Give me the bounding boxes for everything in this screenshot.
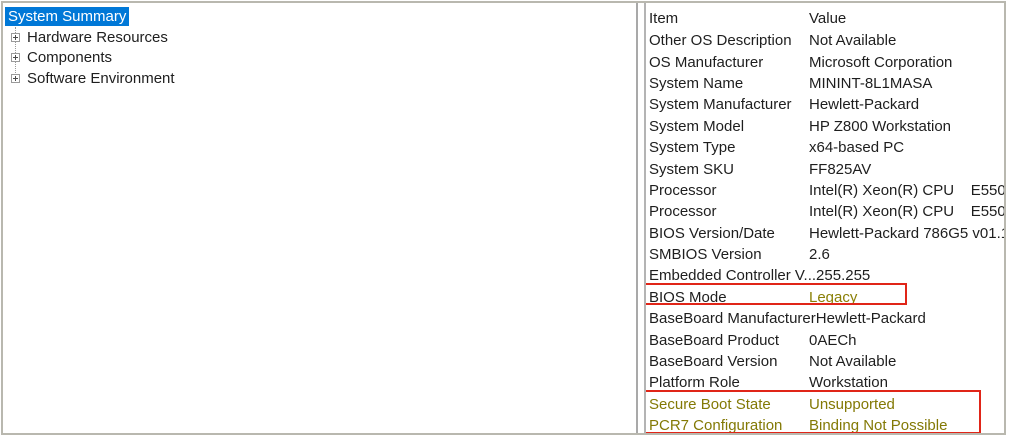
- table-row[interactable]: BaseBoard Manufacturer Hewlett-Packard: [649, 308, 1004, 329]
- table-row[interactable]: BIOS Mode Legacy: [649, 287, 1004, 308]
- row-item-value: Hewlett-Packard: [809, 96, 920, 114]
- row-item-label: Processor: [649, 203, 717, 221]
- table-row[interactable]: PCR7 Configuration Binding Not Possible: [649, 415, 1004, 433]
- row-item-label: BaseBoard Manufacturer: [649, 310, 816, 328]
- row-item-label: BaseBoard Version: [649, 353, 778, 371]
- row-item-value: Not Available: [809, 32, 897, 50]
- row-item-value: Legacy: [809, 288, 858, 306]
- table-row[interactable]: OS Manufacturer Microsoft Corporation: [649, 51, 1004, 72]
- row-item-label: OS Manufacturer: [649, 53, 764, 71]
- row-item-label: PCR7 Configuration: [649, 417, 783, 433]
- tree-item[interactable]: Hardware Resources: [5, 27, 636, 48]
- row-item-value: Hewlett-Packard: [815, 310, 926, 328]
- expand-plus-icon[interactable]: [11, 32, 20, 42]
- column-header-value[interactable]: Value: [809, 10, 847, 27]
- table-row[interactable]: Processor Intel(R) Xeon(R) CPU E5506: [649, 180, 1004, 201]
- row-item-value: Intel(R) Xeon(R) CPU E5506: [809, 203, 1004, 221]
- row-item-label: BaseBoard Product: [649, 331, 780, 349]
- table-row[interactable]: Embedded Controller V... 255.255: [649, 265, 1004, 286]
- row-item-value: MININT-8L1MASA: [809, 74, 933, 92]
- tree-item-label: System Summary: [5, 6, 130, 26]
- expand-plus-icon[interactable]: [11, 73, 20, 83]
- tree-item-label: Software Environment: [27, 69, 175, 87]
- tree-item[interactable]: Components: [5, 47, 636, 68]
- tree-item-label: Components: [27, 49, 113, 67]
- row-item-label: System Model: [649, 117, 745, 135]
- row-item-label: BIOS Mode: [649, 288, 727, 306]
- row-item-label: Secure Boot State: [649, 395, 771, 413]
- table-row[interactable]: System Name MININT-8L1MASA: [649, 73, 1004, 94]
- row-item-value: 255.255: [816, 267, 871, 285]
- table-row[interactable]: Processor Intel(R) Xeon(R) CPU E5506: [649, 201, 1004, 222]
- row-item-value: Unsupported: [809, 395, 895, 413]
- row-item-value: Workstation: [809, 374, 888, 392]
- row-item-label: Processor: [649, 181, 717, 199]
- row-item-value: 2.6: [809, 246, 830, 264]
- row-item-value: FF825AV: [809, 160, 872, 178]
- row-item-value: Intel(R) Xeon(R) CPU E5506: [809, 181, 1004, 199]
- row-item-label: SMBIOS Version: [649, 246, 762, 264]
- row-item-value: HP Z800 Workstation: [809, 117, 952, 135]
- row-item-value: Microsoft Corporation: [809, 53, 953, 71]
- row-item-value: Not Available: [809, 353, 897, 371]
- table-row[interactable]: Secure Boot State Unsupported: [649, 394, 1004, 415]
- tree-item-label: Hardware Resources: [27, 28, 168, 46]
- list-header-row: Item Value: [649, 7, 1004, 30]
- table-row[interactable]: BaseBoard Product 0AECh: [649, 329, 1004, 350]
- tree-item[interactable]: System Summary: [5, 6, 636, 27]
- row-item-label: System Type: [649, 139, 736, 157]
- detail-list-pane: Item Value Other OS Description Not Avai…: [644, 3, 1004, 433]
- row-item-label: Embedded Controller V...: [649, 267, 817, 285]
- table-row[interactable]: SMBIOS Version 2.6: [649, 244, 1004, 265]
- table-row[interactable]: Platform Role Workstation: [649, 372, 1004, 393]
- table-row[interactable]: BaseBoard Version Not Available: [649, 351, 1004, 372]
- table-row[interactable]: Other OS Description Not Available: [649, 30, 1004, 51]
- row-item-label: Platform Role: [649, 374, 740, 392]
- table-row[interactable]: System Model HP Z800 Workstation: [649, 116, 1004, 137]
- tree-item[interactable]: Software Environment: [5, 68, 636, 89]
- table-row[interactable]: BIOS Version/Date Hewlett-Packard 786G5 …: [649, 223, 1004, 244]
- row-item-label: System SKU: [649, 160, 735, 178]
- table-row[interactable]: System Type x64-based PC: [649, 137, 1004, 158]
- category-tree-pane: System Summary Hardware Resources Compon…: [3, 3, 638, 433]
- table-row[interactable]: System Manufacturer Hewlett-Packard: [649, 94, 1004, 115]
- row-item-label: BIOS Version/Date: [649, 224, 775, 242]
- row-item-value: x64-based PC: [809, 139, 905, 157]
- expand-plus-icon[interactable]: [11, 53, 20, 63]
- table-row[interactable]: System SKU FF825AV: [649, 158, 1004, 179]
- row-item-value: 0AECh: [809, 331, 857, 349]
- column-header-item[interactable]: Item: [649, 10, 679, 27]
- tree-connector-line: [15, 27, 16, 79]
- row-item-label: Other OS Description: [649, 32, 792, 50]
- row-item-label: System Name: [649, 74, 744, 92]
- row-item-label: System Manufacturer: [649, 96, 792, 114]
- pane-splitter[interactable]: [638, 3, 644, 433]
- row-item-value: Binding Not Possible: [809, 417, 948, 433]
- list-rows: Other OS Description Not Available OS Ma…: [649, 30, 1004, 433]
- row-item-value: Hewlett-Packard 786G5 v01.17, 8/: [809, 224, 1004, 242]
